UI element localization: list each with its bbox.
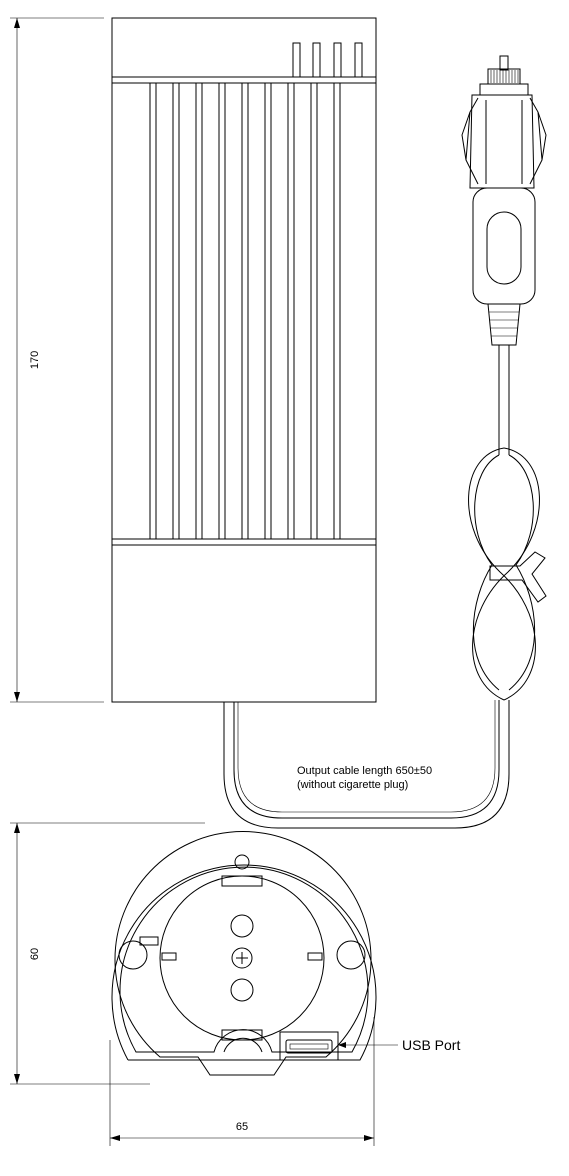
dimension-height-top: 170: [10, 17, 104, 703]
dimension-label-65: 65: [236, 1121, 248, 1133]
dimension-label-60: 60: [29, 948, 41, 960]
power-cable: [223, 345, 547, 829]
cable-length-note: Output cable length 650±50: [297, 765, 432, 777]
vent-slots: [292, 42, 363, 78]
cooling-fins: [149, 83, 341, 539]
cable-plug-note: (without cigarette plug): [297, 779, 408, 791]
cigarette-plug: [461, 55, 547, 346]
dimension-label-170: 170: [29, 351, 41, 369]
usb-port-callout: USB Port: [338, 1037, 460, 1053]
socket-face: [111, 831, 377, 1076]
inverter-body: [111, 17, 377, 703]
usb-port[interactable]: [279, 1031, 339, 1061]
usb-port-label: USB Port: [402, 1037, 460, 1053]
dimension-height-bottom: 60: [10, 822, 205, 1085]
dimension-width-bottom: 65: [109, 1017, 375, 1146]
